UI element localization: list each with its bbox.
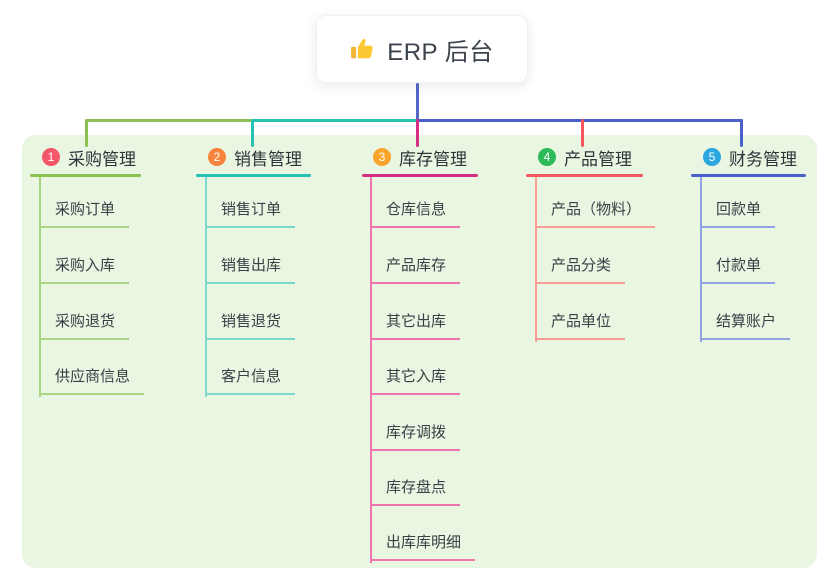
badge-2: 2 bbox=[208, 148, 226, 166]
root-connector-line bbox=[416, 83, 419, 121]
root-title: ERP 后台 bbox=[387, 38, 494, 66]
drop-line-sales bbox=[251, 119, 254, 147]
child-tree-line-inventory bbox=[370, 177, 372, 563]
node-purchase-order[interactable]: 采购订单 bbox=[39, 200, 130, 228]
thumbs-up-icon bbox=[351, 38, 373, 59]
node-sales-order[interactable]: 销售订单 bbox=[205, 200, 296, 228]
node-other-inbound[interactable]: 其它入库 bbox=[370, 367, 461, 395]
branch-purchase[interactable]: 1 采购管理 bbox=[42, 146, 136, 169]
node-product-unit[interactable]: 产品单位 bbox=[535, 312, 626, 340]
drop-line-finance bbox=[740, 119, 743, 147]
branch-finance[interactable]: 5 财务管理 bbox=[703, 146, 797, 169]
branch-label-sales: 销售管理 bbox=[234, 149, 302, 169]
drop-line-purchase bbox=[85, 119, 88, 147]
node-warehouse-info[interactable]: 仓库信息 bbox=[370, 200, 461, 228]
node-settlement-account[interactable]: 结算账户 bbox=[700, 312, 791, 340]
connector-segment-green bbox=[85, 119, 253, 122]
node-product-material[interactable]: 产品（物料） bbox=[535, 200, 656, 228]
root-node-erp[interactable]: ERP 后台 bbox=[316, 15, 528, 83]
branch-sales[interactable]: 2 销售管理 bbox=[208, 146, 302, 169]
node-purchase-inbound[interactable]: 采购入库 bbox=[39, 256, 130, 284]
branch-underline-product bbox=[526, 174, 643, 177]
node-supplier-info[interactable]: 供应商信息 bbox=[39, 367, 145, 395]
node-stock-transfer[interactable]: 库存调拨 bbox=[370, 423, 461, 451]
branch-underline-sales bbox=[196, 174, 311, 177]
branch-label-finance: 财务管理 bbox=[729, 149, 797, 169]
node-outbound-detail[interactable]: 出库库明细 bbox=[370, 533, 476, 561]
node-receipt-bill[interactable]: 回款单 bbox=[700, 200, 776, 228]
badge-4: 4 bbox=[538, 148, 556, 166]
branch-underline-inventory bbox=[362, 174, 478, 177]
node-purchase-return[interactable]: 采购退货 bbox=[39, 312, 130, 340]
node-sales-return[interactable]: 销售退货 bbox=[205, 312, 296, 340]
child-tree-line-purchase bbox=[39, 177, 41, 397]
child-tree-line-finance bbox=[700, 177, 702, 342]
badge-5: 5 bbox=[703, 148, 721, 166]
node-other-outbound[interactable]: 其它出库 bbox=[370, 312, 461, 340]
drop-line-product bbox=[581, 119, 584, 147]
branch-label-purchase: 采购管理 bbox=[68, 149, 136, 169]
child-tree-line-sales bbox=[205, 177, 207, 397]
node-stock-taking[interactable]: 库存盘点 bbox=[370, 478, 461, 506]
drop-line-inventory bbox=[416, 119, 419, 147]
branch-label-inventory: 库存管理 bbox=[399, 149, 467, 169]
node-product-category[interactable]: 产品分类 bbox=[535, 256, 626, 284]
node-customer-info[interactable]: 客户信息 bbox=[205, 367, 296, 395]
connector-segment-teal bbox=[251, 119, 417, 122]
branch-inventory[interactable]: 3 库存管理 bbox=[373, 146, 467, 169]
branch-label-product: 产品管理 bbox=[564, 149, 632, 169]
node-sales-outbound[interactable]: 销售出库 bbox=[205, 256, 296, 284]
branches-background-panel bbox=[22, 135, 817, 568]
badge-1: 1 bbox=[42, 148, 60, 166]
branch-underline-finance bbox=[691, 174, 806, 177]
child-tree-line-product bbox=[535, 177, 537, 342]
badge-3: 3 bbox=[373, 148, 391, 166]
branch-underline-purchase bbox=[30, 174, 141, 177]
branch-product[interactable]: 4 产品管理 bbox=[538, 146, 632, 169]
connector-segment-blue bbox=[416, 119, 743, 122]
node-payment-bill[interactable]: 付款单 bbox=[700, 256, 776, 284]
node-product-stock[interactable]: 产品库存 bbox=[370, 256, 461, 284]
